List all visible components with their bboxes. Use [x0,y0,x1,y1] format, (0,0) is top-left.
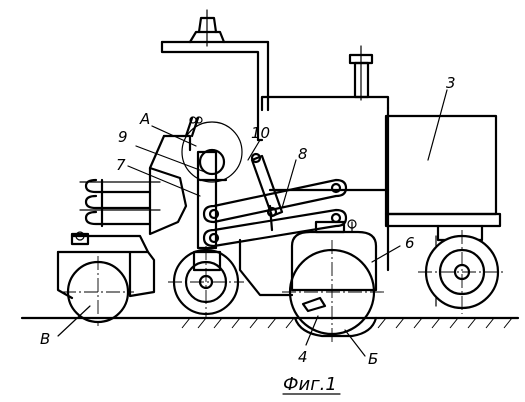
label-10: 10 [251,124,270,142]
label-b: Б [368,350,378,368]
front-wheel [418,230,506,314]
milling-drum-4 [282,219,386,344]
rear-boom-7 [79,166,188,236]
leader-lines [57,89,448,357]
figure-caption: Фиг.1 [283,374,337,395]
label-3: 3 [446,74,456,92]
rear-drum-v [56,231,156,326]
label-7: 7 [116,156,126,174]
detail-circle-a [181,121,243,183]
control-levers [148,116,203,170]
steering-column [160,9,270,142]
exhaust-stack [348,45,374,101]
road-cut [293,316,378,338]
label-8: 8 [298,145,308,163]
label-v: В [40,330,50,348]
cylinder-10 [250,152,284,232]
label-4: 4 [298,348,308,366]
middle-wheel [168,150,244,318]
label-9: 9 [118,128,128,146]
label-6: 6 [405,234,415,252]
ground [20,316,520,329]
label-a: А [139,110,150,128]
linkage-arms-8 [202,178,348,248]
